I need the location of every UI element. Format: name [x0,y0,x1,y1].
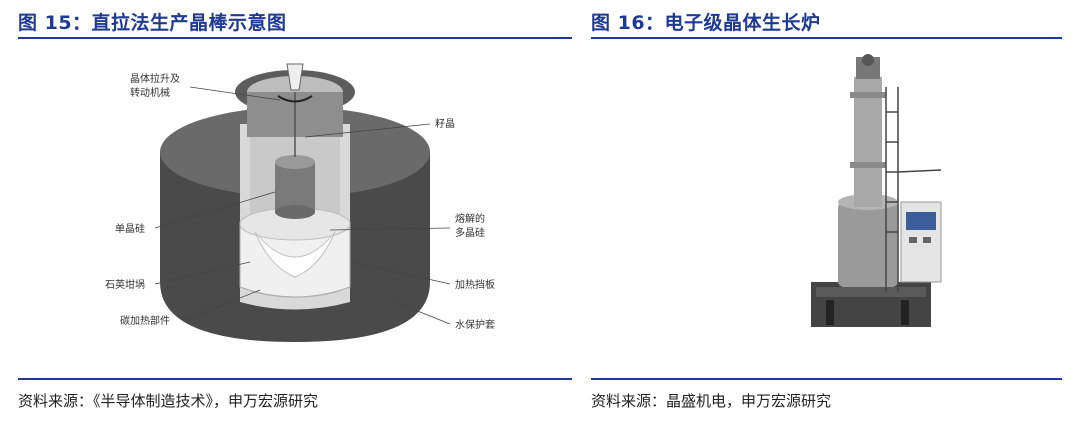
source-divider [591,378,1062,380]
rotation-arrow [277,95,313,103]
scaffold [885,87,942,292]
seed-holder [286,63,304,91]
figure-16-title: 图 16：电子级晶体生长炉 [591,12,821,34]
title-divider [18,37,572,39]
label-melt-line1: 熔解的 [455,212,485,225]
pull-head [856,57,880,79]
czochralski-diagram: 晶体拉升及 转动机械 籽晶 单晶硅 熔解的 多晶硅 石英坩埚 加热挡板 碳加热部… [105,63,495,342]
figure-15-panel: 图 15：直拉法生产晶棒示意图 [18,0,572,421]
label-rotate-line1: 晶体拉升及 [130,72,180,85]
label-melt-line2: 多晶硅 [455,226,485,239]
single-crystal-ingot [275,162,315,212]
label-jacket: 水保护套 [455,318,495,331]
crystal-growth-furnace-photo [811,54,942,327]
figure-16-panel: 图 16：电子级晶体生长炉 [591,0,1062,421]
figure-16-source: 资料来源：晶盛机电，申万宏源研究 [591,392,832,410]
title-divider [591,37,1062,39]
figure-15-source: 资料来源：《半导体制造技术》，申万宏源研究 [18,392,319,410]
furnace-chamber [838,202,898,287]
label-single-crystal: 单晶硅 [115,222,145,235]
label-rotate-line2: 转动机械 [130,86,170,99]
molten-polysilicon [254,231,336,278]
source-divider [18,378,572,380]
label-heater: 碳加热部件 [120,314,170,327]
label-baffle: 加热挡板 [455,278,495,291]
label-crucible: 石英坩埚 [105,278,145,291]
pull-column [854,77,882,207]
label-seed: 籽晶 [435,118,455,130]
figure-15-title: 图 15：直拉法生产晶棒示意图 [18,12,287,34]
